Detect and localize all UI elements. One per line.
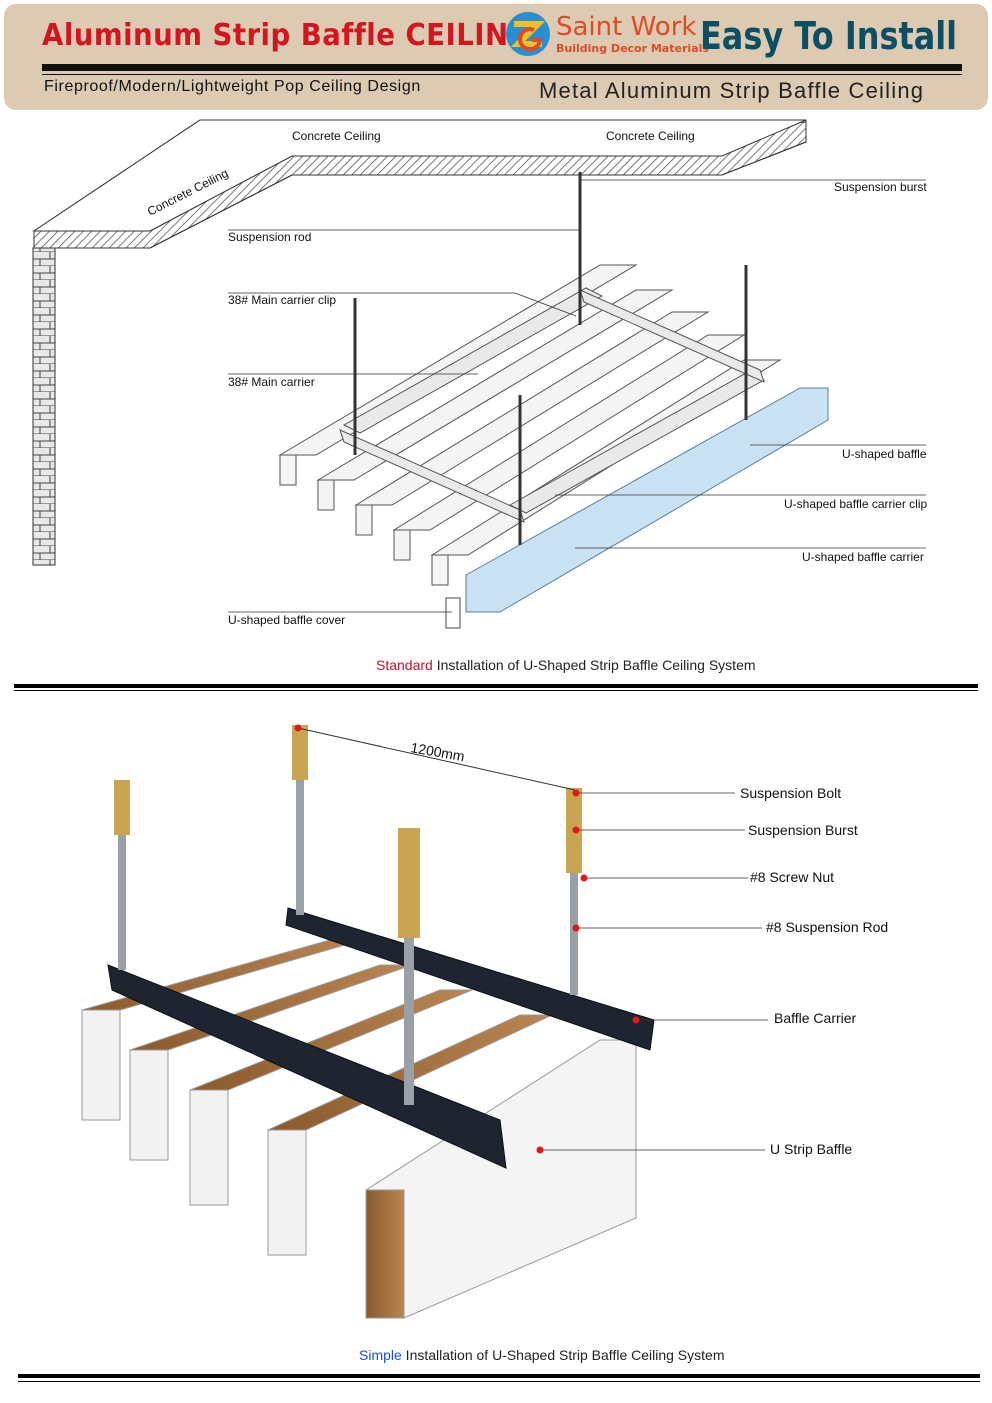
logo-subtitle: Building Decor Materials <box>556 42 709 55</box>
label-screw-nut: #8 Screw Nut <box>750 869 834 885</box>
caption-simple-highlight: Simple <box>359 1347 402 1363</box>
footer-divider-thin <box>18 1381 980 1382</box>
caption-simple-text: Installation of U-Shaped Strip Baffle Ce… <box>401 1347 725 1363</box>
subtitle-right: Metal Aluminum Strip Baffle Ceiling <box>539 78 925 103</box>
logo-name: Saint Work <box>556 12 697 42</box>
header-divider <box>42 64 962 71</box>
label-suspension-burst: Suspension burst <box>834 180 927 194</box>
label-ceiling-right: Concrete Ceiling <box>606 129 695 143</box>
caption-standard-text: Installation of U-Shaped Strip Baffle Ce… <box>432 657 756 673</box>
section-divider-thin <box>14 690 978 691</box>
label-u-strip-baffle: U Strip Baffle <box>770 1141 852 1157</box>
page-title: Aluminum Strip Baffle CEILING <box>42 18 532 53</box>
caption-simple: Simple Installation of U-Shaped Strip Ba… <box>359 1347 724 1363</box>
dimension-line <box>297 727 576 791</box>
subtitle-left: Fireproof/Modern/Lightweight Pop Ceiling… <box>44 78 421 95</box>
label-u-baffle: U-shaped baffle <box>842 447 927 461</box>
label-u-baffle-cover: U-shaped baffle cover <box>228 613 345 627</box>
logo-mark-icon <box>506 12 550 56</box>
suspension-rods <box>353 172 748 545</box>
carrier-rails <box>339 287 766 523</box>
standard-installation-diagram: Concrete Ceiling Concrete Ceiling Concre… <box>32 119 928 629</box>
simple-installation-diagram: 1200mm Suspension Bolt Suspension Burst … <box>81 724 888 1319</box>
section-divider <box>14 684 978 688</box>
footer-divider <box>18 1374 980 1378</box>
baffle-carriers <box>107 907 655 1169</box>
baffle-cover <box>445 597 461 629</box>
callout-dots <box>294 724 640 1154</box>
label-u-baffle-carrier-clip: U-shaped baffle carrier clip <box>784 497 928 511</box>
label-ceiling-mid: Concrete Ceiling <box>292 129 381 143</box>
label-u-baffle-carrier: U-shaped baffle carrier <box>802 550 924 564</box>
highlighted-baffle <box>465 387 829 613</box>
label-suspension-rod: Suspension rod <box>228 230 311 244</box>
label-main-carrier-clip: 38# Main carrier clip <box>228 293 336 307</box>
caption-standard: Standard Installation of U-Shaped Strip … <box>376 657 756 673</box>
label-suspension-bolt: Suspension Bolt <box>740 785 841 801</box>
tagline: Easy To Install <box>700 14 958 58</box>
label-suspension-burst: Suspension Burst <box>748 822 858 838</box>
header-banner: Aluminum Strip Baffle CEILING Saint Work… <box>4 4 988 110</box>
label-suspension-rod: #8 Suspension Rod <box>766 919 888 935</box>
concrete-slab <box>32 119 807 566</box>
caption-standard-highlight: Standard <box>376 657 433 673</box>
brand-logo: Saint Work Building Decor Materials <box>504 10 709 58</box>
callout-lines <box>540 792 768 1151</box>
leader-lines <box>228 179 926 613</box>
label-baffle-carrier: Baffle Carrier <box>774 1010 857 1026</box>
dimension-label: 1200mm <box>409 739 465 764</box>
label-main-carrier: 38# Main carrier <box>228 375 315 389</box>
suspension-rods <box>114 725 582 1105</box>
header-divider-thin <box>42 74 962 75</box>
